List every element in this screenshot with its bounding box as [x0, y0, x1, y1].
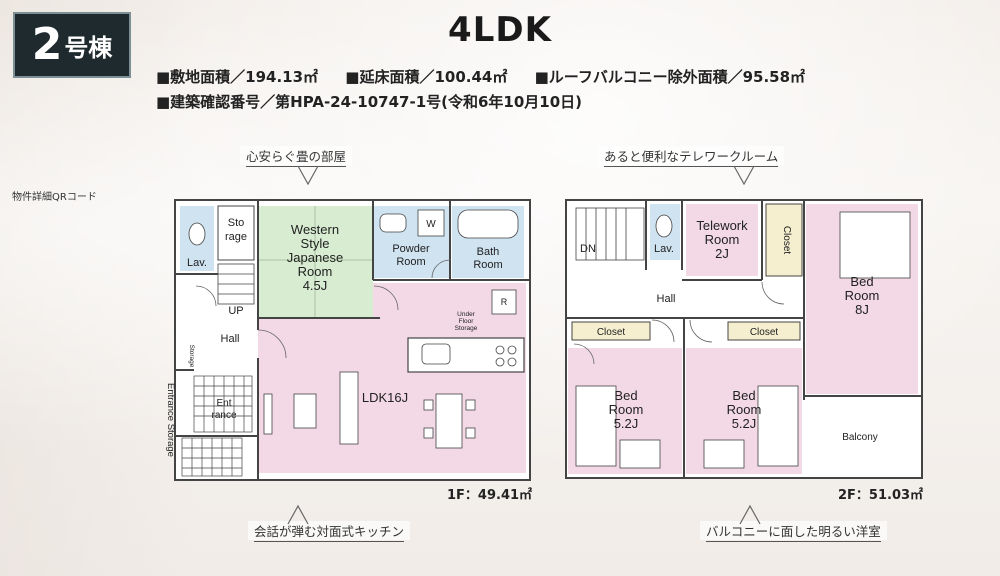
- bed-52a-label-1: Bed: [614, 388, 637, 403]
- spec-excluded-area: ■ルーフバルコニー除外面積／95.58㎡: [534, 68, 806, 86]
- storage-label-1: Sto: [228, 217, 245, 229]
- telework-label-2: Room: [705, 232, 740, 247]
- floor-plan-2f: DN Lav. Telework Room 2J Closet Bed Room…: [556, 190, 936, 494]
- callout-pointer-icon: [287, 504, 309, 525]
- lav-label: Lav.: [187, 257, 207, 269]
- floor-plan-1f: Lav. Sto rage Western Style Japanese Roo…: [160, 190, 545, 494]
- callout-kitchen-text: 会話が弾む対面式キッチン: [248, 521, 411, 540]
- closet-b-label: Closet: [750, 327, 779, 338]
- layout-title: 4LDK: [448, 10, 552, 50]
- hall-label-1f: Hall: [221, 333, 240, 345]
- western-label-4: Room: [298, 264, 333, 279]
- callout-underline: [604, 166, 779, 167]
- callout-balcony-room-text: バルコニーに面した明るい洋室: [700, 521, 887, 540]
- hall-label-2f: Hall: [657, 293, 676, 305]
- powder-label-1: Powder: [392, 243, 430, 255]
- bed-8-label-1: Bed: [850, 274, 873, 289]
- entrance-storage-label: Entrance Storage: [165, 383, 176, 457]
- under-floor-label-1: Under: [457, 311, 476, 318]
- bath-label-1: Bath: [477, 246, 500, 258]
- storage-small-label: Storage: [188, 345, 195, 368]
- callout-underline: [246, 166, 347, 167]
- callout-telework: あると便利なテレワークルーム: [598, 146, 785, 167]
- spec-line-2: ■建築確認番号／第HPA-24-10747-1号(令和6年10月10日): [156, 91, 582, 112]
- closet-a-label: Closet: [597, 327, 626, 338]
- dn-label: DN: [580, 243, 596, 255]
- western-label-3: Japanese: [287, 250, 343, 265]
- building-number: 2: [31, 19, 63, 70]
- bed-52a-label-2: Room: [609, 402, 644, 417]
- building-label: 号棟: [64, 33, 113, 62]
- under-floor-label-2: Floor: [459, 318, 475, 325]
- callout-underline: [254, 541, 405, 542]
- callout-balcony-room: バルコニーに面した明るい洋室: [700, 521, 887, 542]
- powder-label-2: Room: [396, 256, 425, 268]
- callout-telework-text: あると便利なテレワークルーム: [598, 146, 785, 165]
- refrigerator-label: R: [501, 297, 508, 307]
- callout-pointer-icon: [733, 165, 755, 186]
- balcony-label: Balcony: [842, 432, 878, 443]
- callout-underline: [706, 541, 881, 542]
- spec-line-1: ■敷地面積／194.13㎡ ■延床面積／100.44㎡ ■ルーフバルコニー除外面…: [156, 66, 827, 87]
- western-label-2: Style: [301, 236, 330, 251]
- up-label: UP: [228, 305, 243, 317]
- building-badge: 2 号棟: [13, 12, 131, 78]
- lav-label-2f: Lav.: [654, 243, 674, 255]
- entrance-label-2: rance: [211, 410, 236, 421]
- callout-kitchen: 会話が弾む対面式キッチン: [248, 521, 411, 542]
- bed-52b-label-2: Room: [727, 402, 762, 417]
- western-label-1: Western: [291, 222, 339, 237]
- telework-label-3: 2J: [715, 246, 729, 261]
- bed-8-label-3: 8J: [855, 302, 869, 317]
- tatami-fill: [258, 206, 373, 318]
- spec-floor-area: ■延床面積／100.44㎡: [345, 68, 508, 86]
- floor-2-area: 2F：51.03㎡: [838, 488, 924, 503]
- telework-label-1: Telework: [696, 218, 748, 233]
- floor-1-area: 1F：49.41㎡: [447, 488, 533, 503]
- callout-tatami: 心安らぐ畳の部屋: [240, 146, 353, 167]
- bath-label-2: Room: [473, 259, 502, 271]
- qr-code-label: 物件詳細QRコード: [12, 192, 97, 203]
- callout-pointer-icon: [739, 504, 761, 525]
- bed-52b-label-3: 5.2J: [732, 416, 757, 431]
- western-label-5: 4.5J: [303, 278, 328, 293]
- floor-plan-1f-drawing: Lav. Sto rage Western Style Japanese Roo…: [165, 199, 531, 481]
- spec-site-area: ■敷地面積／194.13㎡: [156, 68, 319, 86]
- bed-52a-label-3: 5.2J: [614, 416, 639, 431]
- bed-52b-label-1: Bed: [732, 388, 755, 403]
- callout-tatami-text: 心安らぐ畳の部屋: [240, 146, 353, 165]
- ldk-label: LDK16J: [362, 390, 408, 405]
- washer-label: W: [426, 219, 436, 230]
- under-floor-label-3: Storage: [455, 325, 478, 332]
- spec-permit: ■建築確認番号／第HPA-24-10747-1号(令和6年10月10日): [156, 93, 583, 111]
- bed-8-label-2: Room: [845, 288, 880, 303]
- storage-label-2: rage: [225, 231, 247, 243]
- closet-vertical-label: Closet: [781, 226, 792, 255]
- entrance-label-1: Ent: [216, 398, 231, 409]
- callout-pointer-icon: [297, 165, 319, 186]
- floor-plan-2f-drawing: DN Lav. Telework Room 2J Closet Bed Room…: [565, 199, 923, 479]
